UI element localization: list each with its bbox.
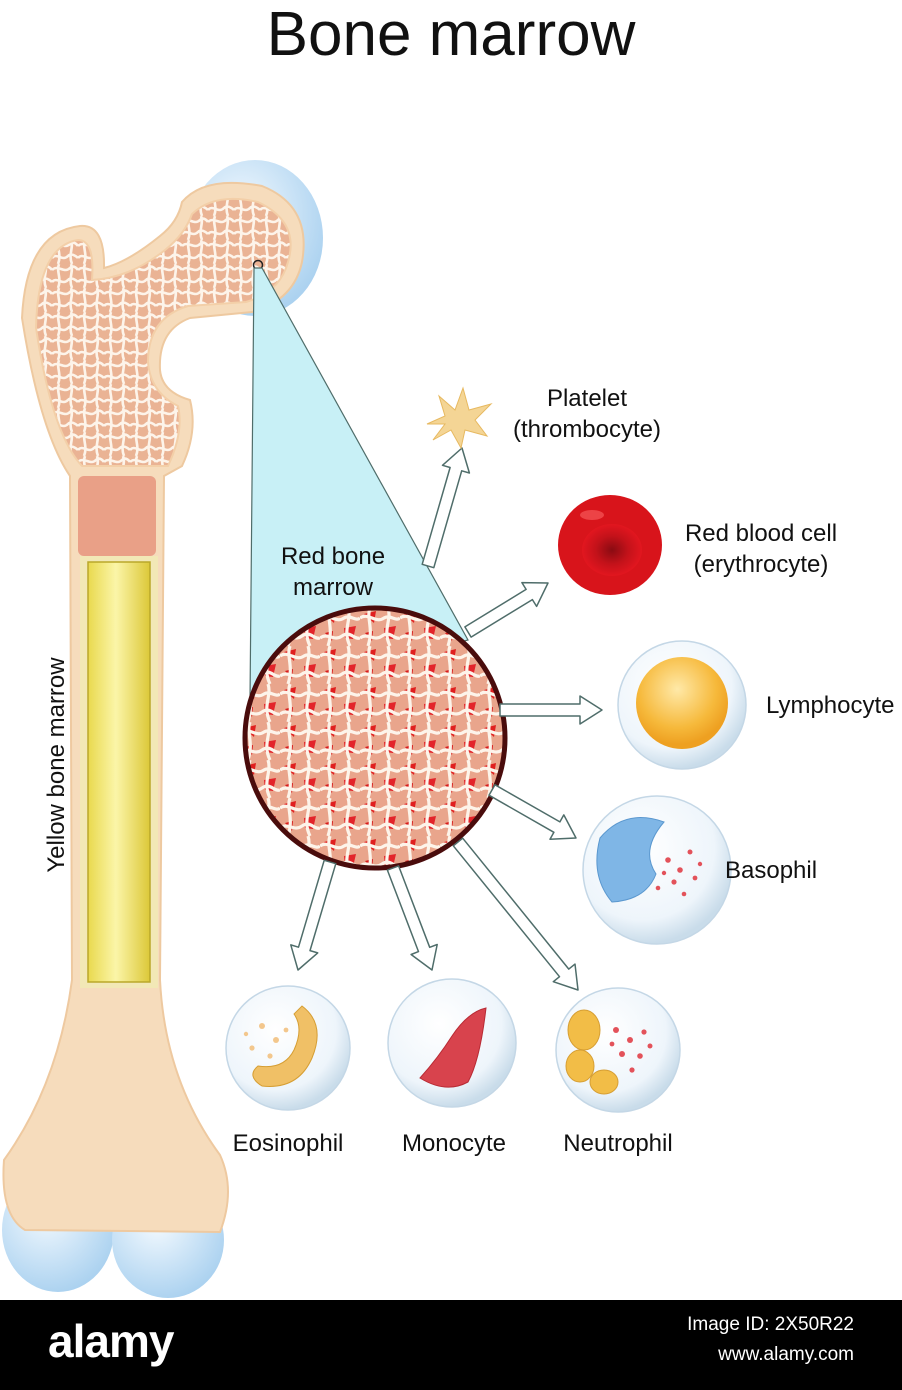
yellow-marrow (87, 561, 151, 983)
monocyte-label: Monocyte (401, 1130, 507, 1157)
basophil-label: Basophil (725, 857, 818, 884)
alamy-logo: alamy (48, 1315, 174, 1367)
arrow-to-eosinophil (290, 859, 337, 971)
arrow-to-platelet (421, 447, 471, 569)
arrow-to-neutrophil (452, 837, 579, 991)
site-url: www.alamy.com (718, 1344, 854, 1365)
arrow-to-rbc (464, 581, 549, 638)
red-marrow-magnified (242, 605, 508, 871)
spongy-bone (34, 197, 292, 467)
red-blood-cell (558, 495, 662, 595)
rbc-line1: Red blood cell (684, 520, 838, 547)
page-title: Bone marrow (266, 0, 636, 69)
differentiation-arrows (290, 447, 603, 991)
platelet-line1: Platelet (546, 385, 628, 412)
rbc-line2: (erythrocyte) (693, 551, 829, 578)
red-marrow-segment (78, 476, 156, 556)
eosinophil-label: Eosinophil (232, 1130, 344, 1157)
zoom-cone (249, 267, 469, 701)
lymphocyte-label: Lymphocyte (766, 692, 895, 719)
diagram-canvas (2, 160, 747, 1298)
arrow-to-basophil (488, 784, 577, 840)
arrow-to-lymphocyte (499, 695, 603, 725)
image-id: Image ID: 2X50R22 (687, 1314, 854, 1335)
arrow-to-monocyte (386, 865, 438, 971)
yellow-bone-marrow-label: Yellow bone marrow (43, 657, 70, 873)
red-bone-marrow-line2: marrow (292, 574, 373, 601)
watermark-footer: alamy Image ID: 2X50R22 www.alamy.com (0, 1300, 902, 1390)
red-bone-marrow-label: Red bone marrow (258, 541, 408, 603)
eosinophil-cell (225, 985, 351, 1111)
neutrophil-label: Neutrophil (563, 1130, 673, 1157)
femur-bone (2, 160, 323, 1298)
rbc-label: Red blood cell (erythrocyte) (668, 518, 854, 580)
lymphocyte-cell (617, 640, 747, 770)
monocyte-cell (387, 978, 517, 1108)
platelet-line2: (thrombocyte) (512, 416, 662, 443)
platelet-cell (426, 386, 493, 450)
neutrophil-cell (555, 987, 681, 1113)
red-bone-marrow-line1: Red bone (280, 543, 386, 570)
basophil-cell (582, 795, 732, 945)
image-id-block: Image ID: 2X50R22 www.alamy.com (687, 1310, 854, 1370)
platelet-label: Platelet (thrombocyte) (502, 383, 672, 445)
